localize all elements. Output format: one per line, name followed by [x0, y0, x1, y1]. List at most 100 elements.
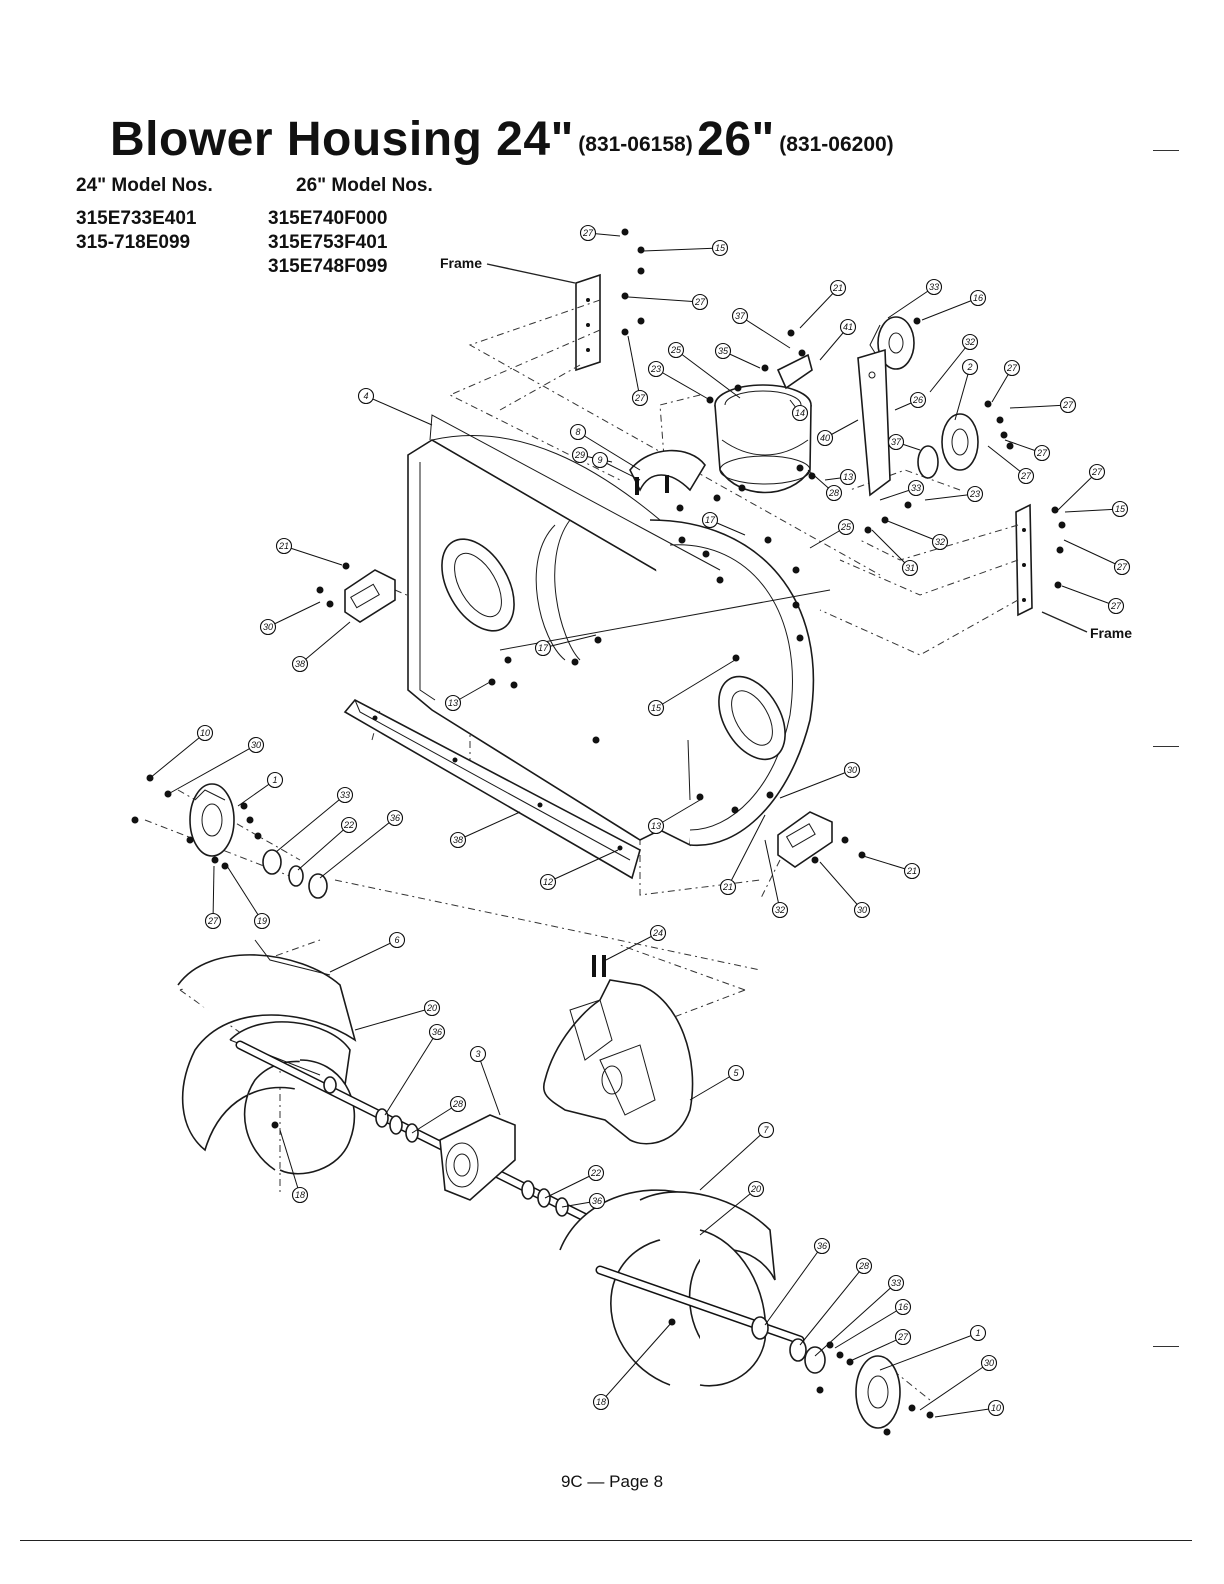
callout-number: 36 [390, 813, 400, 823]
callout-27: 27 [1004, 439, 1051, 462]
callout-leader [354, 1007, 433, 1031]
callout-bubble [813, 1237, 831, 1255]
callout-bubble [816, 429, 834, 447]
callout-number: 27 [582, 228, 594, 238]
callout-13: 13 [647, 799, 701, 835]
callout-number: 22 [343, 820, 354, 830]
bearing-flange-right [917, 413, 979, 479]
callout-leader [779, 769, 853, 799]
callout-bubble [901, 559, 919, 577]
callout-number: 13 [843, 472, 853, 482]
callout-number: 2 [966, 362, 972, 372]
callout-18: 18 [279, 1129, 309, 1204]
callout-bubble [275, 537, 293, 555]
callout-36: 36 [384, 1023, 446, 1116]
callout-leader [814, 1282, 897, 1357]
callout-bubble [291, 1186, 309, 1204]
callout-number: 30 [857, 905, 867, 915]
callout-bubble [853, 901, 871, 919]
callout-leader [859, 854, 913, 872]
callout-number: 21 [832, 283, 843, 293]
callout-1: 1 [237, 771, 284, 807]
callout-16: 16 [834, 1298, 912, 1349]
callout-bubble [771, 901, 789, 919]
callout-27: 27 [627, 293, 709, 311]
callout-bubble [647, 699, 665, 717]
callout-16: 16 [921, 289, 987, 321]
callout-number: 22 [590, 1168, 601, 1178]
callout-41: 41 [819, 318, 857, 361]
gear-box [439, 1114, 516, 1201]
callout-number: 30 [847, 765, 857, 775]
callout-leader [542, 634, 597, 649]
callout-number: 3 [475, 1049, 480, 1059]
callout-leader [689, 1072, 737, 1101]
callout-number: 17 [705, 515, 716, 525]
callout-leader [871, 529, 911, 569]
part-number-26: (831-06200) [779, 133, 894, 156]
callout-bubble [855, 1257, 873, 1275]
callout-leader [1061, 585, 1117, 607]
callout-bubble [649, 924, 667, 942]
callout-bubble [569, 423, 587, 441]
callout-bubble [647, 817, 665, 835]
callout-bubble [839, 318, 857, 336]
callout-bubble [253, 912, 271, 930]
model-26-item: 315E748F099 [268, 256, 388, 277]
callout-number: 27 [694, 297, 706, 307]
callout-leader [477, 1053, 501, 1116]
callout-number: 1 [975, 1328, 980, 1338]
model-26-heading: 26" Model Nos. [296, 175, 433, 196]
callout-number: 29 [574, 450, 585, 460]
callout-22: 22 [544, 1164, 605, 1199]
callout-15: 15 [1064, 500, 1129, 518]
callout-number: 33 [929, 282, 939, 292]
callout-bubble [887, 433, 905, 451]
callout-28: 28 [807, 469, 843, 502]
callout-leader [226, 865, 263, 922]
callout-number: 37 [735, 311, 746, 321]
callout-number: 27 [1062, 400, 1074, 410]
callout-leader [834, 1306, 904, 1349]
callout-leader [544, 1172, 597, 1199]
callout-bubble [837, 518, 855, 536]
model-24-item: 315E733E401 [76, 208, 197, 229]
callout-bubble [714, 342, 732, 360]
callout-number: 4 [363, 391, 368, 401]
callout-23: 23 [924, 485, 984, 503]
callout-number: 41 [843, 322, 853, 332]
callout-number: 10 [200, 728, 210, 738]
callout-leader [365, 395, 433, 426]
callout-leader [884, 519, 941, 543]
callout-32: 32 [929, 333, 979, 393]
callout-23: 23 [647, 360, 711, 401]
callout-leader [627, 335, 641, 399]
callout-leader [847, 1336, 904, 1363]
callout-bubble [204, 912, 222, 930]
callout-36: 36 [319, 809, 404, 879]
callout-bubble [711, 239, 729, 257]
callout-number: 23 [650, 364, 661, 374]
callout-number: 24 [652, 928, 663, 938]
callout-number: 32 [965, 337, 975, 347]
callout-number: 6 [394, 935, 399, 945]
callout-25: 25 [667, 341, 741, 399]
callout-number: 27 [897, 1332, 909, 1342]
callout-number: 15 [715, 243, 726, 253]
callout-bubble [340, 816, 358, 834]
callout-15: 15 [647, 659, 736, 717]
callout-leader [675, 349, 741, 399]
callout-leader [627, 296, 701, 303]
callout-number: 23 [969, 489, 980, 499]
callout-27: 27 [1063, 539, 1131, 576]
callout-leader [411, 1103, 459, 1134]
callout-leader [924, 493, 976, 501]
callout-14: 14 [789, 399, 809, 422]
callout-40: 40 [816, 419, 859, 447]
callout-27: 27 [847, 1328, 912, 1363]
callout-number: 21 [722, 882, 733, 892]
callout-bubble [987, 1399, 1005, 1417]
callout-bubble [388, 931, 406, 949]
callout-bubble [907, 479, 925, 497]
